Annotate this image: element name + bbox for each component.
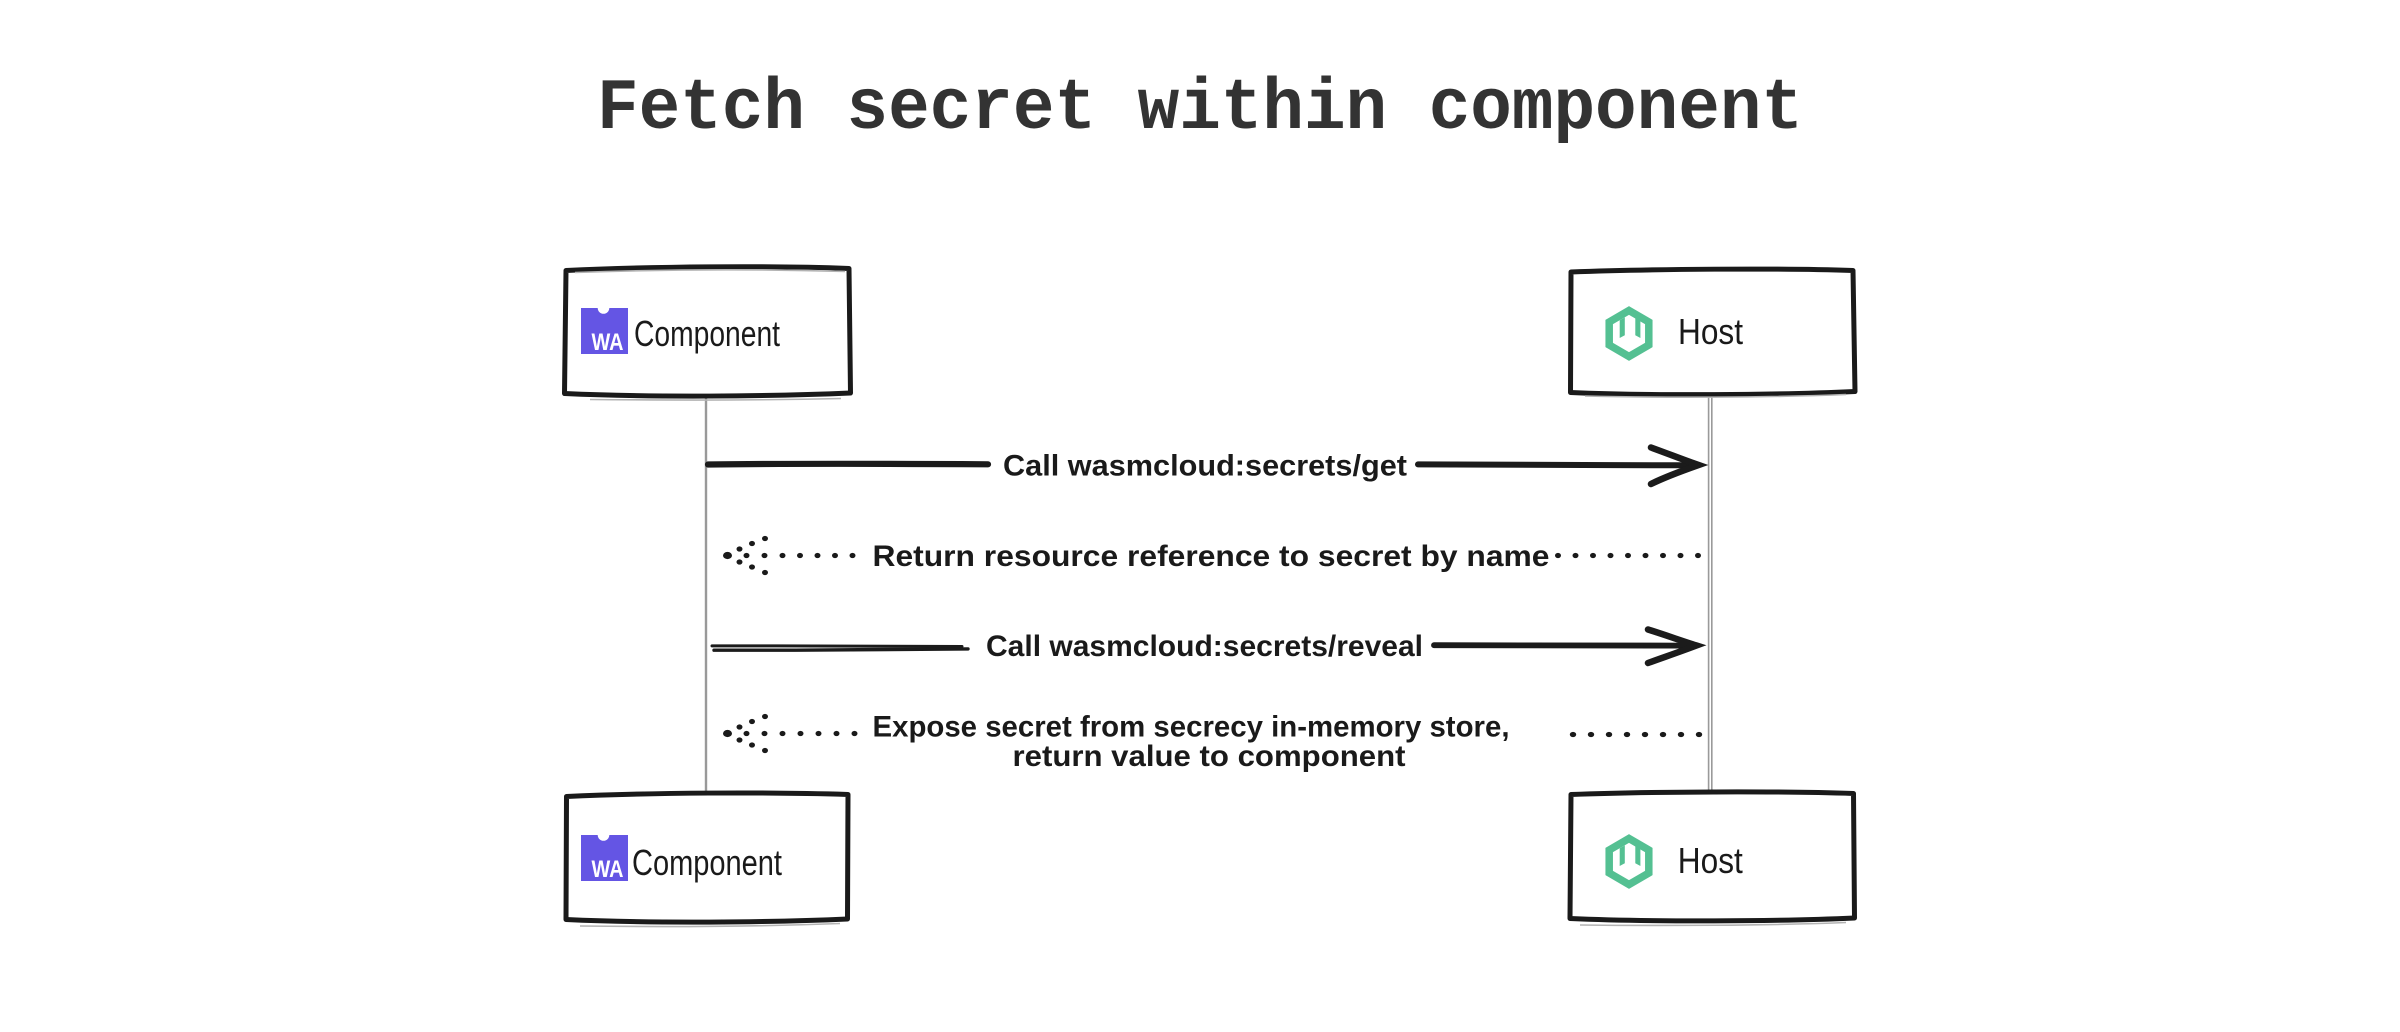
svg-text:Return resource reference to s: Return resource reference to secret by n… [873,540,1550,573]
svg-text:Host: Host [1678,311,1743,352]
svg-text:Call wasmcloud:secrets/get: Call wasmcloud:secrets/get [1003,450,1407,483]
svg-text:return value to component: return value to component [1013,740,1406,773]
svg-text:Call wasmcloud:secrets/reveal: Call wasmcloud:secrets/reveal [986,630,1423,663]
svg-text:Component: Component [634,313,780,354]
svg-text:WA: WA [592,856,624,883]
svg-text:Component: Component [632,842,782,883]
svg-text:Fetch secret within component: Fetch secret within component [597,68,1803,150]
svg-text:Expose secret from secrecy in-: Expose secret from secrecy in-memory sto… [873,711,1510,744]
svg-text:WA: WA [592,329,624,356]
svg-text:Host: Host [1678,840,1743,881]
